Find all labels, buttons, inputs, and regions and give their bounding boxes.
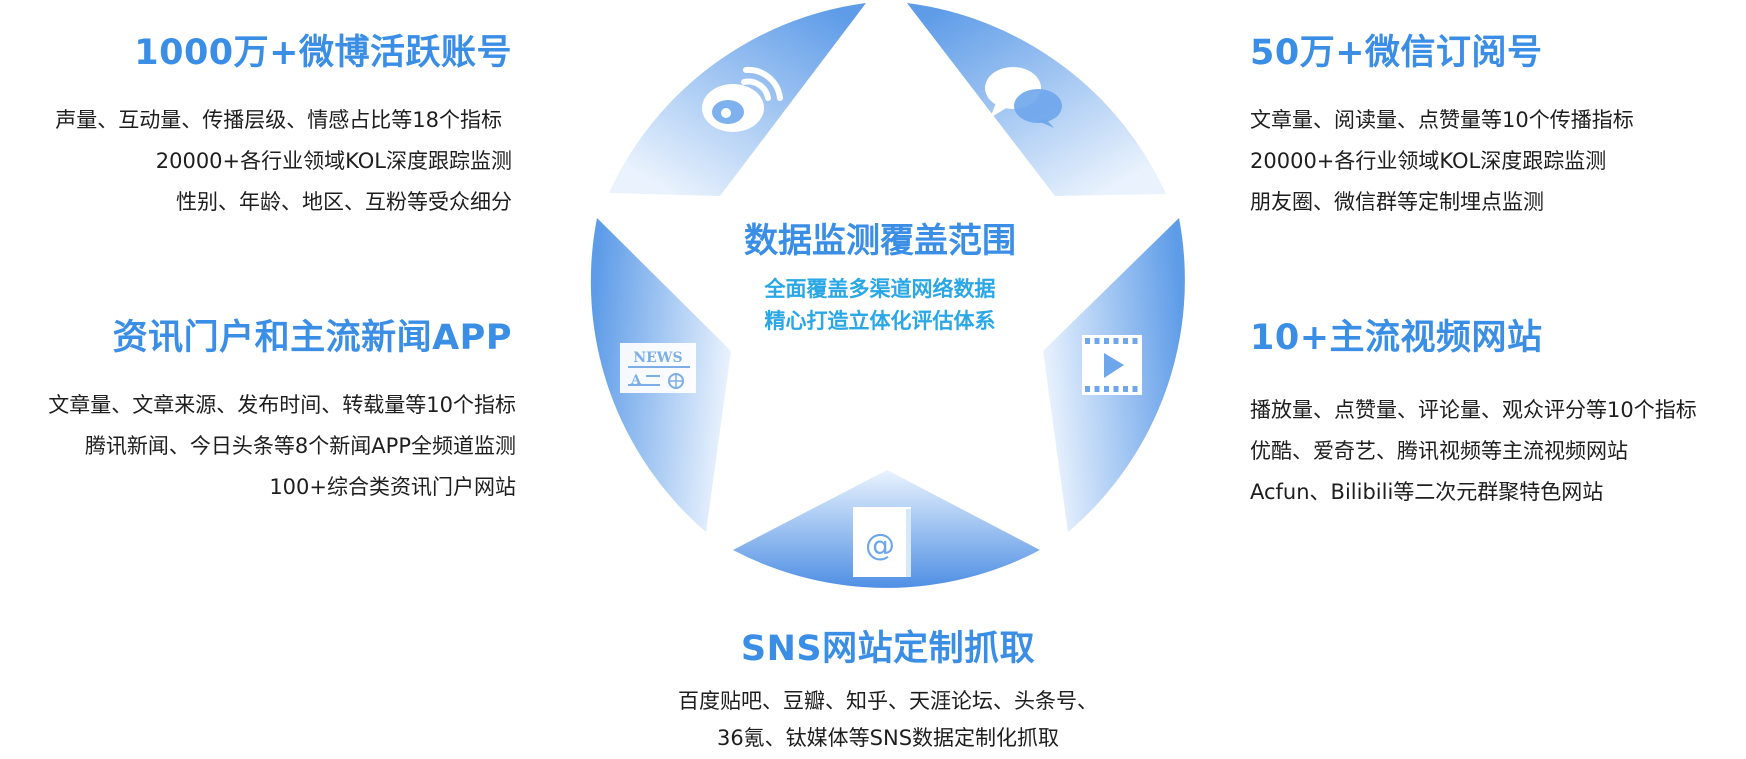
wechat-line-3: 朋友圈、微信群等定制埋点监测: [1250, 190, 1544, 214]
film-hole-top: [1132, 338, 1138, 344]
sns-line-1: 百度贴吧、豆瓣、知乎、天涯论坛、头条号、: [678, 689, 1098, 713]
weibo-line-3: 性别、年龄、地区、互粉等受众细分: [176, 190, 512, 214]
news-lines: 文章量、文章来源、发布时间、转载量等10个指标 腾讯新闻、今日头条等8个新闻AP…: [48, 385, 516, 508]
weibo-line-2: 20000+各行业领域KOL深度跟踪监测: [155, 149, 512, 173]
wechat-block: 50万+微信订阅号: [1250, 32, 1543, 74]
video-icon: [1082, 335, 1142, 395]
film-hole-top: [1113, 338, 1119, 344]
weibo-title: 1000万+微博活跃账号: [134, 33, 512, 73]
weibo-lines: 声量、互动量、传播层级、情感占比等18个指标 20000+各行业领域KOL深度跟…: [55, 100, 512, 223]
weibo-block: 1000万+微博活跃账号: [134, 32, 512, 74]
news-line-2: 腾讯新闻、今日头条等8个新闻APP全频道监测: [84, 434, 516, 458]
chat-bubble-icon: [985, 67, 1062, 128]
wechat-line-2: 20000+各行业领域KOL深度跟踪监测: [1250, 149, 1607, 173]
at-sign: @: [865, 528, 895, 563]
video-title: 10+主流视频网站: [1250, 318, 1543, 358]
film-hole-top: [1123, 338, 1128, 344]
news-icon: NEWS A: [620, 343, 696, 393]
wechat-lines: 文章量、阅读量、点赞量等10个传播指标 20000+各行业领域KOL深度跟踪监测…: [1250, 100, 1634, 223]
film-hole-top: [1094, 338, 1100, 344]
sns-title: SNS网站定制抓取: [740, 629, 1036, 669]
news-title: 资讯门户和主流新闻APP: [112, 318, 512, 358]
news-block: 资讯门户和主流新闻APP: [113, 317, 512, 359]
film-hole-bottom: [1132, 386, 1138, 392]
film-hole-bottom: [1094, 386, 1100, 392]
video-lines: 播放量、点赞量、评论量、观众评分等10个指标 优酷、爱奇艺、腾讯视频等主流视频网…: [1250, 390, 1697, 513]
film-hole-top: [1085, 338, 1090, 344]
video-line-1: 播放量、点赞量、评论量、观众评分等10个指标: [1250, 398, 1697, 422]
weibo-line-1: 声量、互动量、传播层级、情感占比等18个指标: [55, 108, 502, 132]
center-subtitle-1: 全面覆盖多渠道网络数据: [764, 277, 996, 301]
news-badge-text: NEWS: [633, 350, 682, 366]
video-line-2: 优酷、爱奇艺、腾讯视频等主流视频网站: [1250, 439, 1628, 463]
film-hole-bottom: [1123, 386, 1128, 392]
sns-line-2: 36氪、钛媒体等SNS数据定制化抓取: [716, 726, 1060, 750]
news-line-1: 文章量、文章来源、发布时间、转载量等10个指标: [48, 393, 516, 417]
wechat-line-1: 文章量、阅读量、点赞量等10个传播指标: [1250, 108, 1634, 132]
film-hole-bottom: [1085, 386, 1090, 392]
center-subtitle-2: 精心打造立体化评估体系: [764, 309, 996, 333]
video-block: 10+主流视频网站: [1250, 317, 1543, 359]
center-title: 数据监测覆盖范围: [744, 221, 1016, 261]
film-hole-top: [1104, 338, 1109, 344]
sns-block: SNS网站定制抓取: [573, 628, 1203, 670]
wechat-title: 50万+微信订阅号: [1250, 33, 1543, 73]
svg-text:A: A: [630, 373, 642, 388]
news-line-3: 100+综合类资讯门户网站: [269, 475, 516, 499]
film-hole-bottom: [1104, 386, 1109, 392]
weibo-icon: [702, 66, 783, 132]
video-line-3: Acfun、Bilibili等二次元群聚特色网站: [1250, 480, 1604, 504]
film-hole-bottom: [1113, 386, 1119, 392]
email-book-icon: @: [853, 507, 911, 577]
sns-lines: 百度贴吧、豆瓣、知乎、天涯论坛、头条号、 36氪、钛媒体等SNS数据定制化抓取: [573, 683, 1203, 757]
